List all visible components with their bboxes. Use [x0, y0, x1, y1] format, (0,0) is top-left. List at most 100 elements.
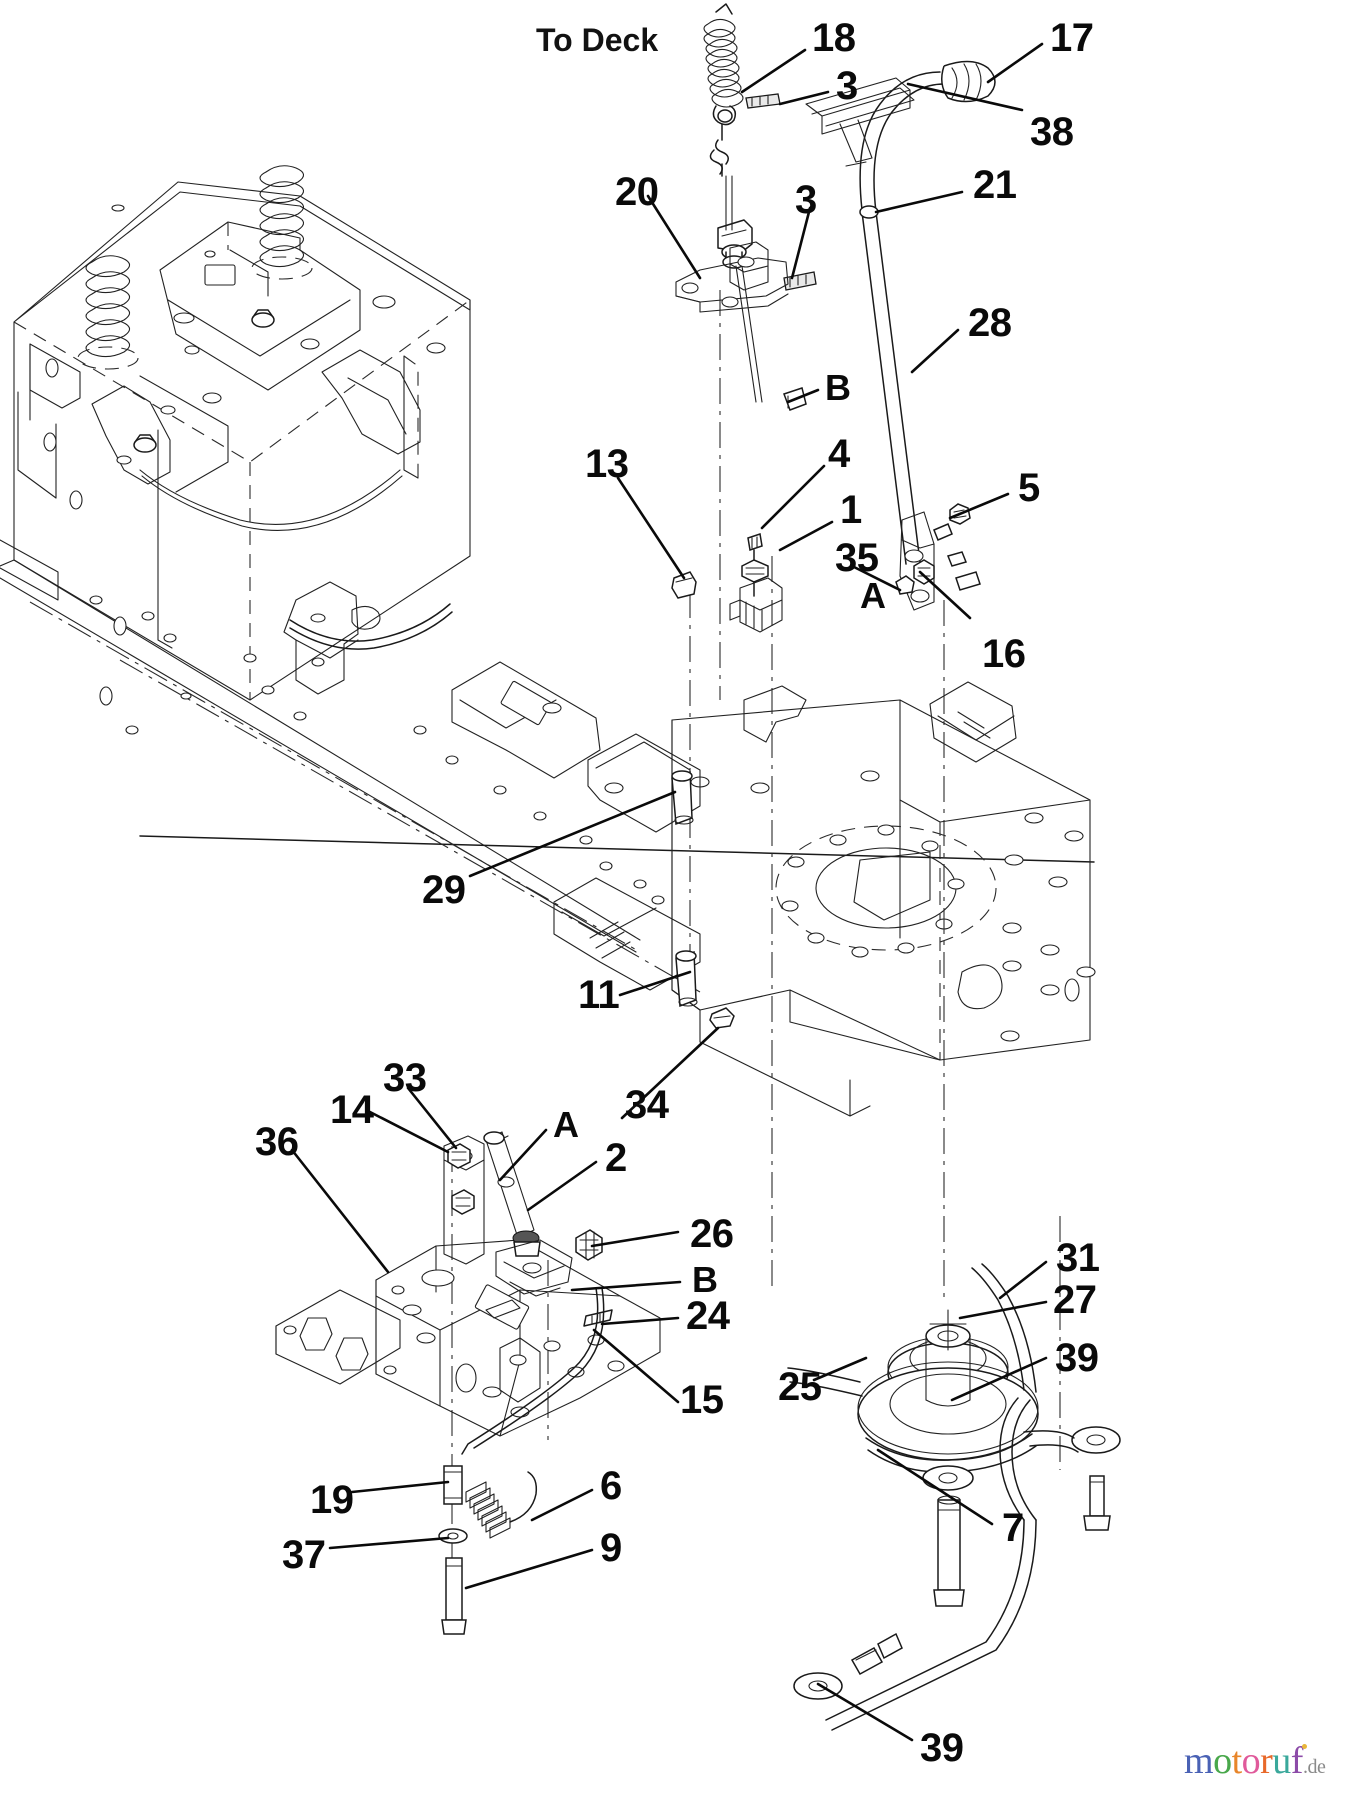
part-33-14-bracket [443, 1131, 573, 1297]
leader-line-12 [778, 520, 834, 552]
callout-27-27: 27 [1053, 1278, 1097, 1322]
callout-9-36: 9 [600, 1526, 622, 1570]
part-34-nut [709, 1007, 735, 1029]
part-25-washer [922, 1465, 974, 1491]
watermark-letter-3: o [1241, 1740, 1261, 1782]
callout-6-32: 6 [600, 1464, 622, 1508]
leader-line-18 [368, 1110, 450, 1154]
leader-line-11 [948, 492, 1010, 520]
leader-line-23 [590, 1230, 680, 1248]
part-35-switch [729, 577, 783, 633]
motoruf-watermark: motoruf.de [1184, 1740, 1326, 1782]
leader-line-0 [740, 48, 807, 94]
part-21-lever [805, 60, 996, 611]
pedal-pad-rear [451, 661, 601, 779]
part-18-deck-spring [703, 3, 763, 403]
callout-39-37: 39 [920, 1726, 964, 1770]
callout-20-4: 20 [615, 170, 659, 214]
leader-line-36 [816, 1682, 914, 1742]
part-19-sleeve [443, 1465, 463, 1505]
callout-a-14: A [860, 575, 886, 616]
leader-line-19 [620, 1026, 720, 1120]
callout-3-2: 3 [836, 64, 858, 108]
part-2-rod [483, 1131, 541, 1257]
callout-14-19: 14 [330, 1088, 374, 1132]
part-5-bolt [933, 503, 971, 541]
callout-b-26: B [692, 1259, 718, 1300]
latch-bracket [283, 581, 381, 695]
leader-line-29 [812, 1356, 868, 1382]
callout-21-6: 21 [973, 163, 1017, 207]
leader-line-6 [874, 190, 964, 214]
part-29-spacer [671, 770, 694, 826]
part-39-bolt-right [1083, 1475, 1111, 1531]
leader-line-15 [468, 790, 677, 878]
leader-line-4 [646, 194, 702, 280]
callout-39-29: 39 [1055, 1336, 1099, 1380]
part-7-bolt [933, 1495, 965, 1607]
leader-lines [290, 42, 1048, 1742]
callout-19-33: 19 [310, 1478, 354, 1522]
leader-line-32 [350, 1480, 450, 1494]
callout-11-17: 11 [578, 973, 620, 1017]
leader-line-10 [760, 464, 826, 530]
part-37-washer [438, 1528, 468, 1544]
callout-4-10: 4 [828, 432, 850, 476]
callout-2-23: 2 [605, 1136, 627, 1180]
watermark-letter-1: o [1213, 1740, 1232, 1782]
part-9-bolt [441, 1557, 467, 1635]
part-39-bolt-left [850, 1632, 903, 1676]
leader-line-8 [786, 388, 820, 404]
part-38-handle-plate [805, 77, 915, 167]
callout-3-5: 3 [795, 178, 817, 222]
leader-line-26 [958, 1300, 1048, 1320]
pedal-pad-right [929, 681, 1017, 763]
leader-line-7 [910, 328, 960, 374]
leader-line-14 [918, 570, 972, 620]
watermark-letter-4: r [1260, 1740, 1273, 1782]
part-6-spring [465, 1471, 538, 1539]
callout-7-34: 7 [1002, 1506, 1024, 1550]
callout-33-18: 33 [383, 1056, 427, 1100]
leader-line-5 [790, 206, 812, 280]
bolt-lower-lever [895, 551, 981, 595]
leader-line-9 [616, 476, 686, 580]
callout-34-20: 34 [625, 1083, 669, 1127]
leader-line-22 [526, 1160, 598, 1212]
main-frame-assembly [0, 165, 471, 701]
callout-37-35: 37 [282, 1533, 326, 1577]
part-11-spacer [675, 950, 698, 1008]
transmission-hub [775, 824, 997, 958]
part-1-nut [741, 559, 769, 597]
callout-17-1: 17 [1050, 16, 1094, 60]
callout-26-24: 26 [690, 1212, 734, 1256]
callout-15-31: 15 [680, 1378, 724, 1422]
part-4-screw [747, 533, 763, 571]
leader-line-34 [328, 1536, 450, 1550]
leader-line-1 [778, 90, 830, 106]
leader-line-17 [406, 1086, 458, 1150]
watermark-suffix: .de [1302, 1756, 1326, 1778]
leader-line-30 [592, 1328, 680, 1404]
watermark-letter-6: f [1290, 1740, 1304, 1782]
callout-25-30: 25 [778, 1365, 822, 1409]
leader-line-21 [290, 1148, 390, 1274]
callout-36-22: 36 [255, 1120, 299, 1164]
leader-line-3 [906, 82, 1024, 112]
callout-18-0: 18 [812, 16, 856, 60]
part-16-nut [913, 559, 935, 585]
callout-28-7: 28 [968, 301, 1012, 345]
callout-35-13: 35 [835, 536, 879, 580]
part-15-rod [461, 1287, 605, 1455]
leader-line-33 [876, 1448, 994, 1526]
watermark-letter-2: t [1231, 1740, 1243, 1782]
leader-line-20 [498, 1128, 548, 1182]
watermark-letter-5: u [1272, 1740, 1291, 1782]
leader-line-16 [618, 970, 692, 997]
callout-b-8: B [825, 367, 851, 408]
callout-16-15: 16 [982, 632, 1026, 676]
callout-24-28: 24 [686, 1294, 730, 1338]
leader-line-31 [530, 1488, 594, 1522]
watermark-dot-icon [1302, 1744, 1307, 1749]
